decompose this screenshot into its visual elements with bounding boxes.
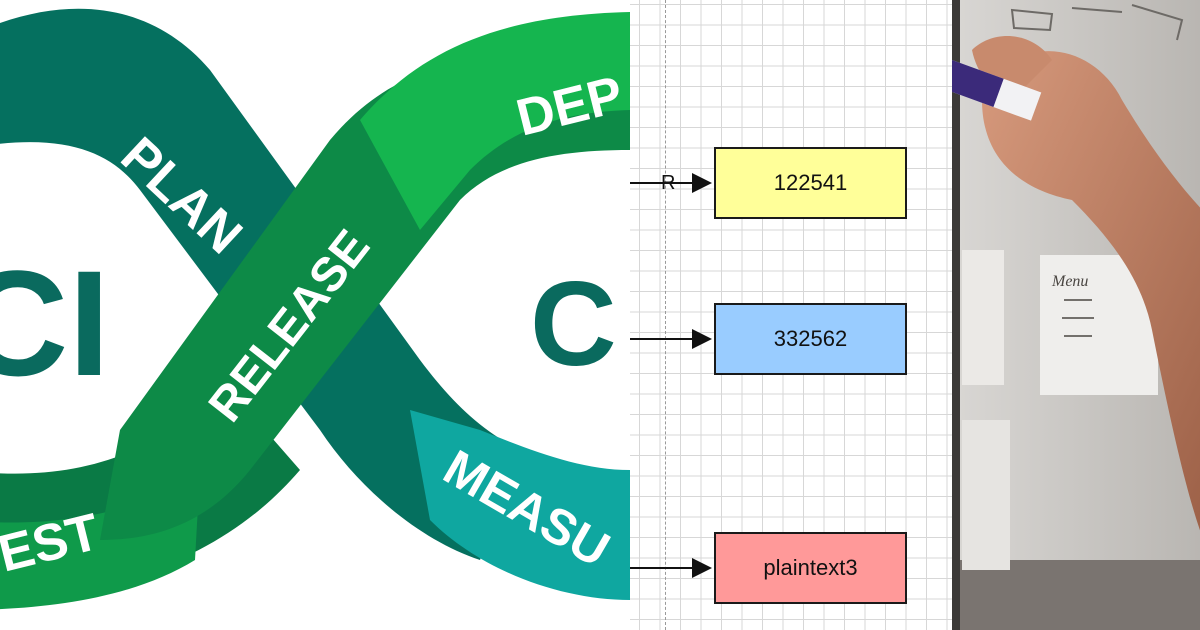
- diagram-node-1[interactable]: 122541: [714, 147, 907, 219]
- cicd-loop-art: CI C PLAN RELEASE DEP EST MEASU: [0, 8, 630, 610]
- sticky-note-text: Menu: [1051, 273, 1088, 290]
- whiteboard-photo-art: Menu: [952, 0, 1200, 630]
- cd-letter: C: [530, 257, 617, 391]
- diagram-node-3[interactable]: plaintext3: [714, 532, 907, 604]
- sticky-note-1: [962, 250, 1004, 385]
- release-band: [100, 60, 630, 540]
- guide-line: [665, 0, 666, 630]
- deploy-band: [360, 12, 630, 230]
- cicd-infinity-graphic: CI C PLAN RELEASE DEP EST MEASU: [0, 8, 630, 610]
- connector-layer: [630, 173, 712, 578]
- sticky-note-3: [962, 420, 1010, 570]
- diagram-canvas[interactable]: R 122541 332562 plaintext3: [630, 0, 952, 630]
- edge-label[interactable]: R: [661, 172, 676, 194]
- diagram-node-2[interactable]: 332562: [714, 303, 907, 375]
- whiteboard-photo: Menu: [952, 0, 1200, 630]
- measure-band: [410, 410, 630, 600]
- right-hole: [480, 190, 630, 450]
- arm: [982, 51, 1200, 531]
- left-hole: [0, 190, 170, 450]
- ci-letters: CI: [0, 239, 110, 407]
